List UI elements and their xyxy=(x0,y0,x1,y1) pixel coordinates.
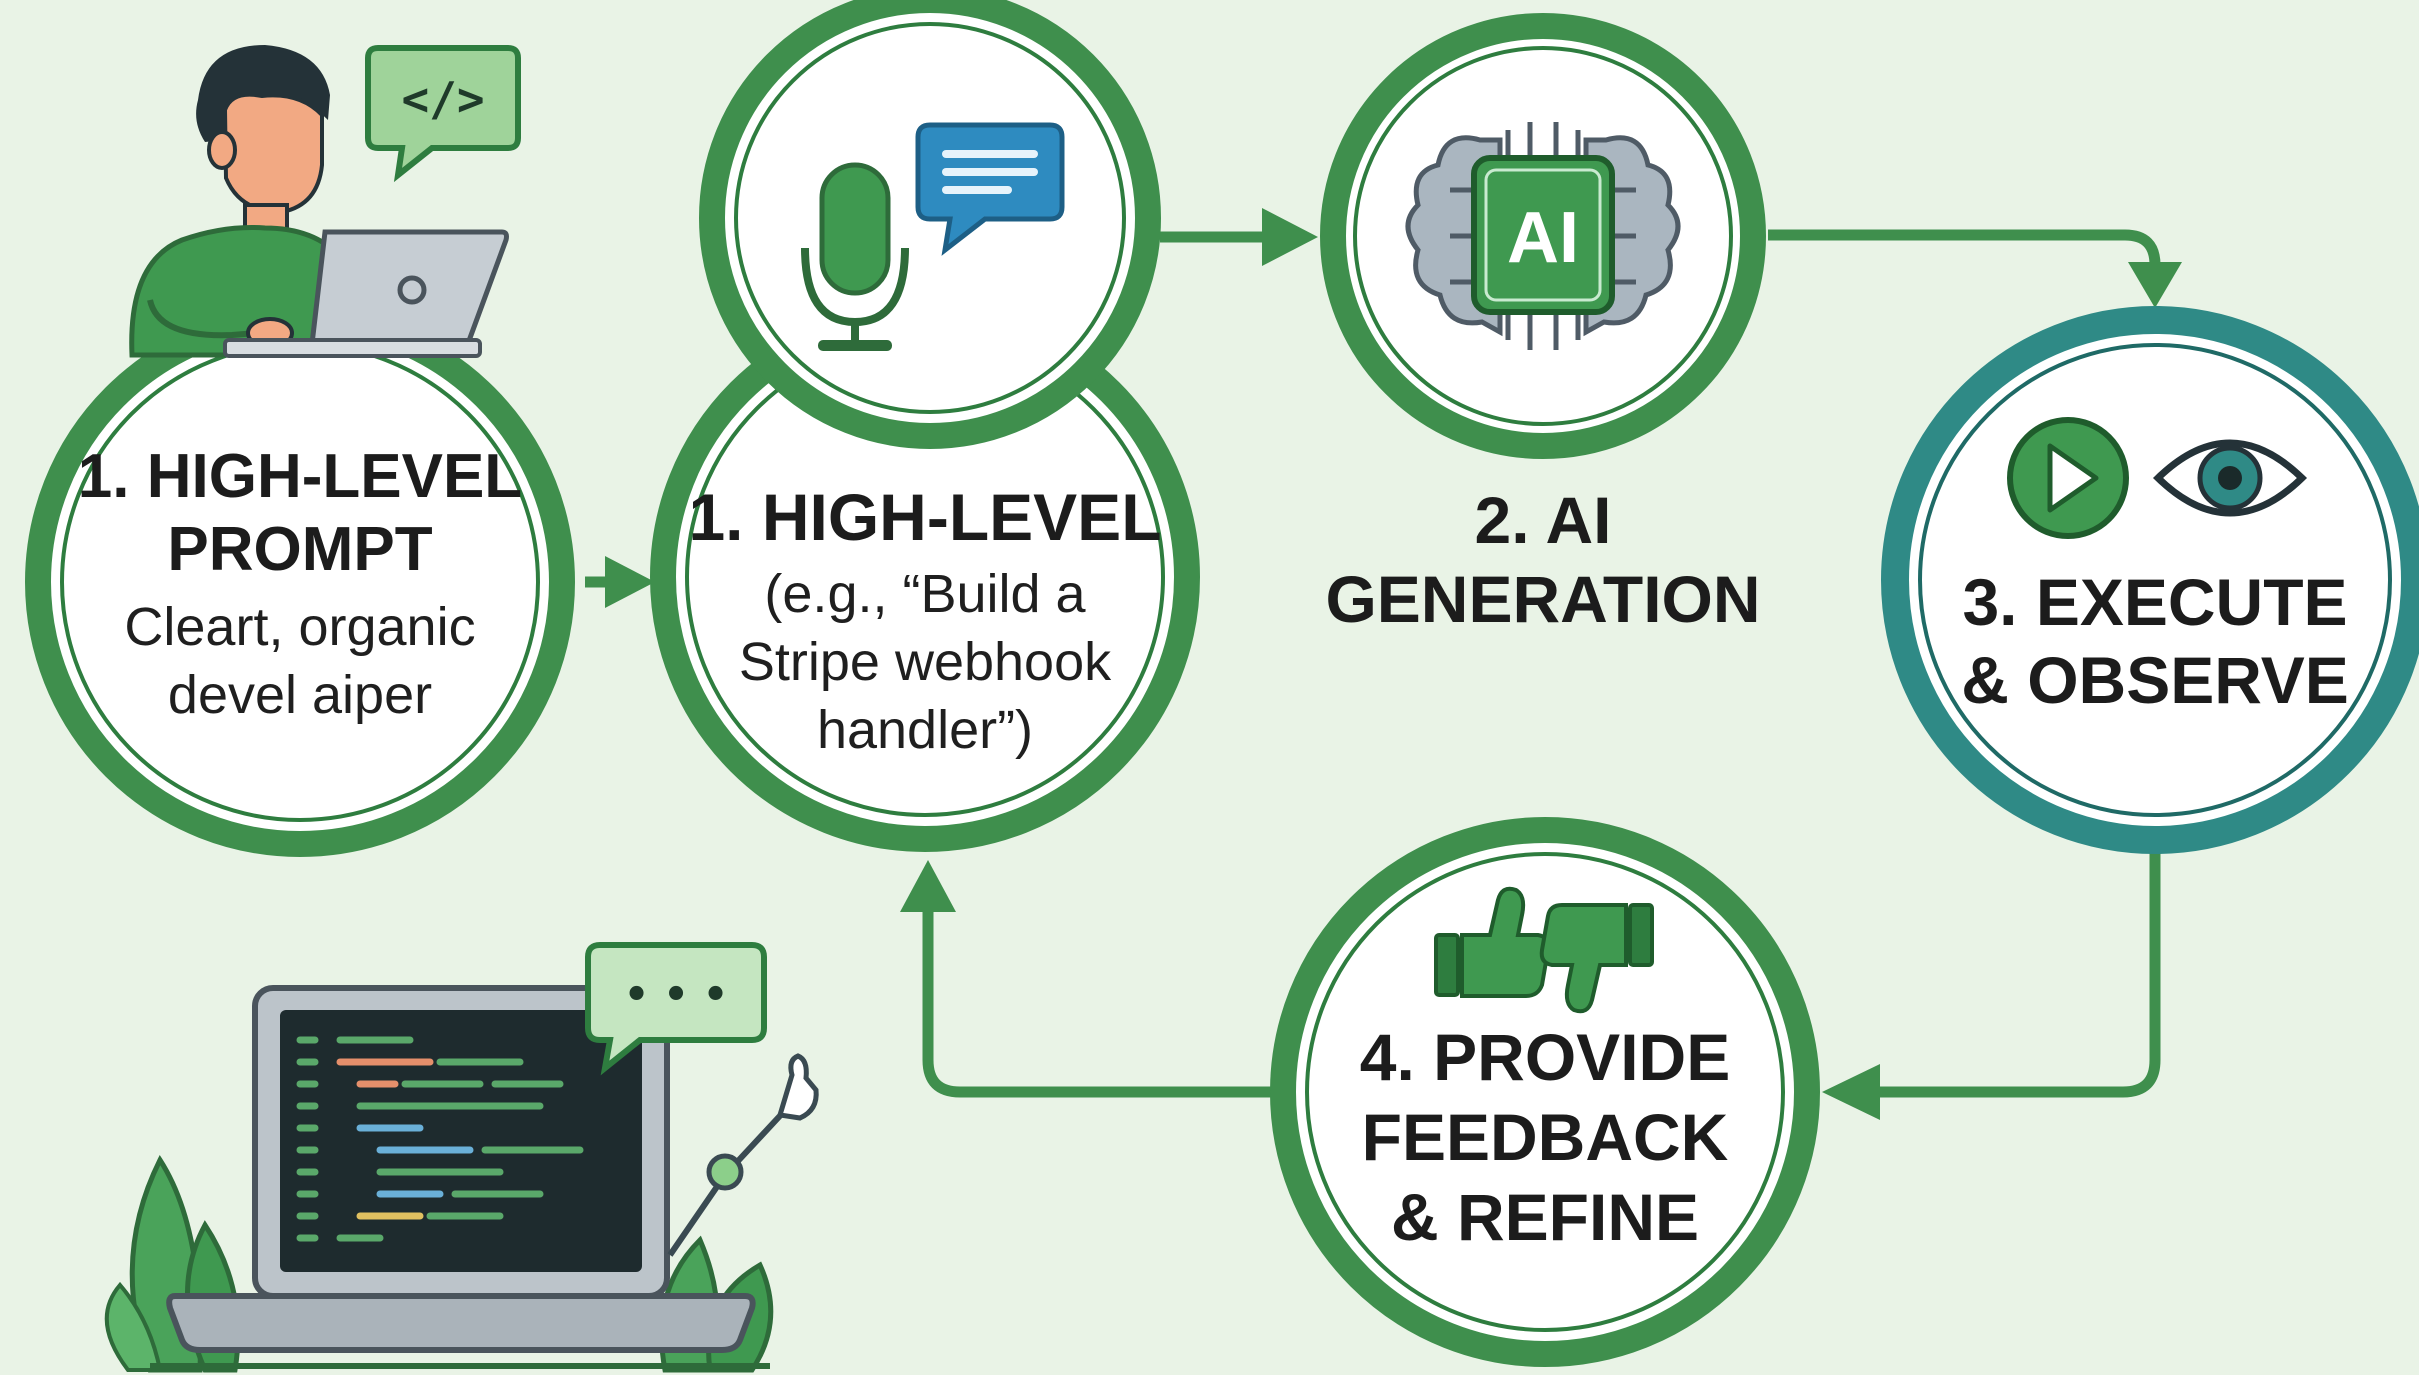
step4-ring xyxy=(1270,817,1820,1367)
step4-inner-ring xyxy=(1305,852,1785,1332)
step1-title-line2: PROMPT xyxy=(167,515,432,584)
arrow-step1-to-step1b xyxy=(585,556,655,608)
developer-with-laptop-icon xyxy=(129,45,509,358)
developer-laptop-lid xyxy=(309,229,509,347)
ai-chip-label: AI xyxy=(1507,198,1579,278)
laptop-code-editor-icon xyxy=(150,985,770,1369)
step2-inner-ring xyxy=(1353,46,1733,426)
step1b-title: 1. HIGH-LEVEL xyxy=(688,480,1161,554)
step3-execute-observe-node: 3. EXECUTE & OBSERVE xyxy=(1881,306,2419,854)
ai-brain-chip-icon: AI xyxy=(1405,122,1681,350)
step1-prompt-node: 1. HIGH-LEVEL PROMPT Cleart, organic dev… xyxy=(25,307,575,857)
step1-desc-line1: Cleart, organic xyxy=(124,597,475,657)
thumbs-up-icon xyxy=(1434,886,1551,998)
step1-title-line1: 1. HIGH-LEVEL xyxy=(78,442,522,511)
step1b-desc-line2: Stripe webhook xyxy=(739,632,1112,692)
developer-face xyxy=(222,92,324,215)
step4-title-line1: 4. PROVIDE xyxy=(1360,1020,1730,1094)
robot-arm-pointer-icon xyxy=(667,1053,819,1257)
eye-icon xyxy=(2152,439,2308,517)
code-speech-bubble-icon: </> xyxy=(365,45,521,183)
step2-title-line1: 2. AI xyxy=(1475,483,1612,557)
thumbs-down-icon xyxy=(1539,903,1654,1014)
arrow-step1b-to-step2 xyxy=(1160,208,1318,266)
developer-arm xyxy=(147,299,269,339)
step4-feedback-refine-node: 4. PROVIDE FEEDBACK & REFINE xyxy=(1270,817,1820,1367)
step4-title-line2: FEEDBACK xyxy=(1362,1100,1729,1174)
step2-ai-generation-node: 2. AI GENERATION xyxy=(1320,13,1766,636)
step2-title-line2: GENERATION xyxy=(1325,562,1760,636)
connectors xyxy=(585,208,2182,1120)
code-editor-screen xyxy=(280,1010,642,1272)
arrow-step3-to-step4 xyxy=(1822,852,2161,1120)
chat-bubble-icon xyxy=(915,122,1065,256)
step3-title-line2: & OBSERVE xyxy=(1961,643,2349,717)
step3-title-line1: 3. EXECUTE xyxy=(1962,565,2347,639)
microphone-icon xyxy=(801,162,909,351)
step1-desc-line2: devel aiper xyxy=(168,665,432,725)
play-icon xyxy=(2007,417,2129,539)
mic-circle-inner-ring xyxy=(734,22,1126,414)
typing-speech-bubble-icon: • • • xyxy=(585,942,767,1076)
typing-dots: • • • xyxy=(624,972,729,1018)
step1b-desc-line1: (e.g., “Build a xyxy=(764,564,1086,624)
developer-ear xyxy=(207,130,237,170)
code-glyph: </> xyxy=(401,72,484,126)
developer-laptop-base xyxy=(223,338,482,358)
arrow-step4-to-step1b xyxy=(900,860,1282,1098)
laptop-logo xyxy=(397,275,427,305)
step3-inner-ring xyxy=(1918,343,2392,817)
arrow-step2-to-step3 xyxy=(1768,229,2182,308)
step1b-desc-line3: handler”) xyxy=(817,700,1033,760)
step4-title-line3: & REFINE xyxy=(1391,1180,1699,1254)
